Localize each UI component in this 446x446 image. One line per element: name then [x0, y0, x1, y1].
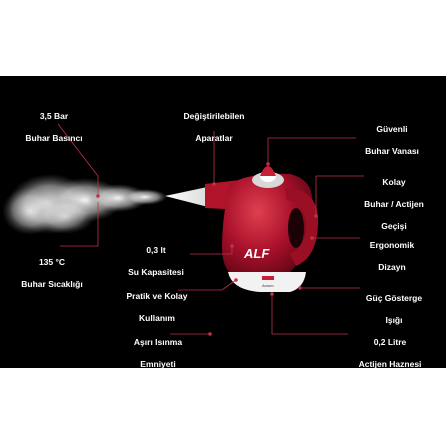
label-water-capacity: 0,3 lt Su Kapasitesi [128, 245, 184, 277]
label-overheat-protection: Aşırı Isınma Emniyeti [133, 337, 183, 368]
steam-cleaner-device: ALF Arzum [222, 166, 319, 292]
product-illustration: ALF Arzum [2, 123, 364, 336]
label-attachments: Değiştirilebilen Aparatlar [183, 111, 245, 143]
feature-panel: ALF Arzum [0, 76, 446, 368]
brand-logo: ALF [243, 246, 270, 261]
label-steam-pressure: 3,5 Bar Buhar Basıncı [25, 111, 83, 143]
leader-dots [96, 162, 318, 336]
leader-lines [57, 123, 364, 335]
label-safety-valve: Güvenli Buhar Vanası [365, 124, 419, 156]
label-ergonomic: Ergonomik Dizayn [369, 240, 415, 272]
device-brand-small: Arzum [262, 283, 274, 288]
label-practical-use: Pratik ve Kolay Kullanım [126, 291, 188, 323]
label-easy-switch: Kolay Buhar / Actijen Geçişi [364, 177, 424, 231]
label-steam-temperature: 135 °C Buhar Sıcaklığı [21, 257, 83, 289]
steam-cloud [2, 174, 167, 235]
label-power-light: Güç Gösterge Işığı [365, 293, 423, 325]
label-actigen-tank: 0,2 Litre Actijen Haznesi [358, 337, 422, 368]
